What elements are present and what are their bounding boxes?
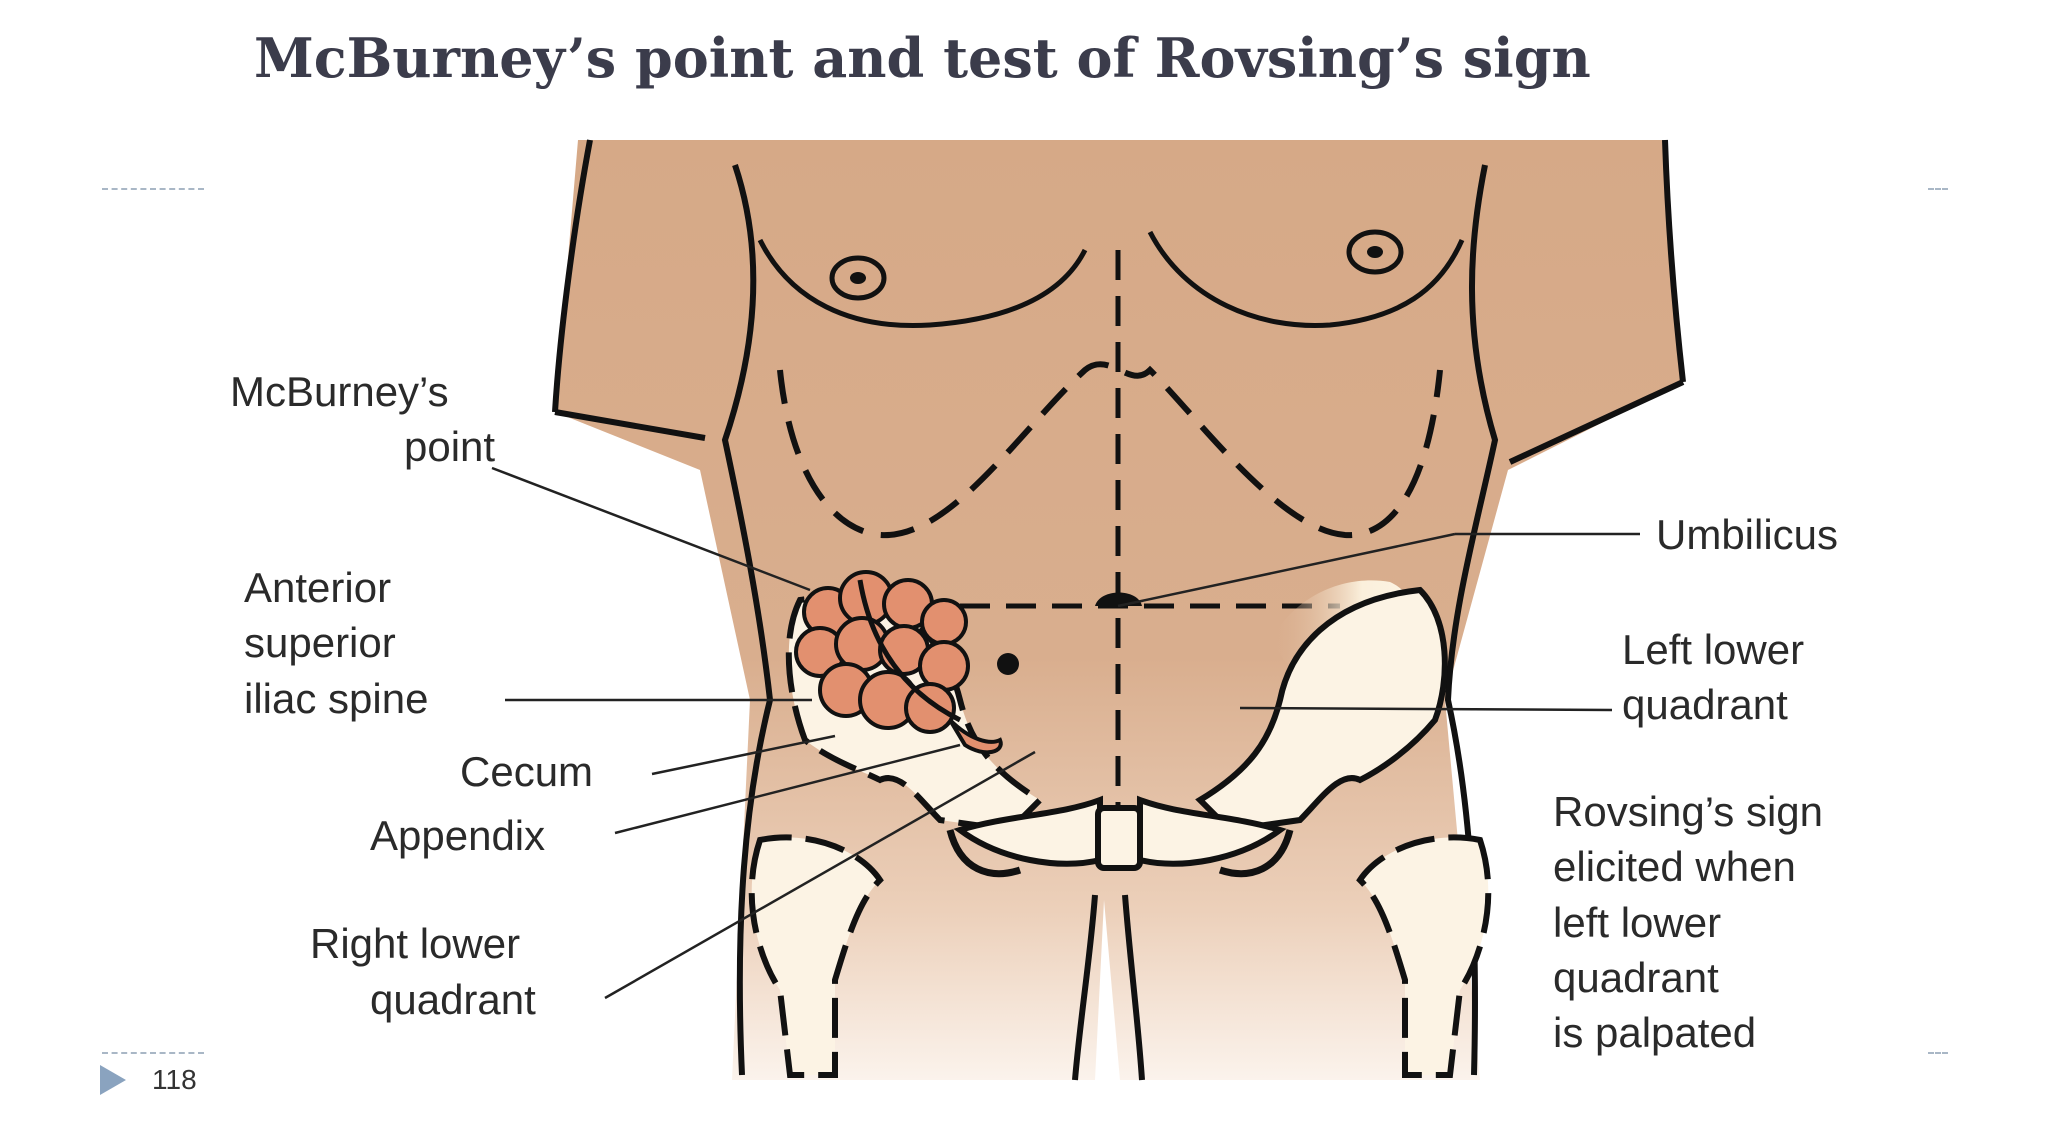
- label-umbilicus: Umbilicus: [1656, 511, 1838, 558]
- groin-line-right: [1122, 894, 1145, 1081]
- label-asis-line3: iliac spine: [244, 675, 428, 722]
- label-mcburney-line1: McBurney’s: [230, 368, 449, 415]
- bottom-right-rule: [1928, 1052, 1948, 1054]
- label-llq-line1: Left lower: [1622, 626, 1804, 673]
- groin-line: [1072, 894, 1098, 1081]
- mcburney-point-marker: [997, 653, 1019, 675]
- label-llq-line2: quadrant: [1622, 681, 1788, 728]
- label-rovsing-line1: Rovsing’s sign: [1553, 788, 1823, 835]
- label-rovsing-line3: left lower: [1553, 899, 1721, 946]
- slide-number: 118: [152, 1064, 197, 1095]
- triangle-bullet-icon: [100, 1065, 126, 1095]
- bottom-left-rule: [102, 1052, 204, 1054]
- leader-lines: [491, 466, 1640, 1000]
- top-right-rule: [1928, 188, 1948, 190]
- cecum-organ: [794, 570, 970, 734]
- slide-footer: 118: [100, 1064, 197, 1096]
- label-cecum: Cecum: [460, 748, 593, 795]
- label-rlq-line2: quadrant: [370, 976, 536, 1023]
- label-mcburney-line2: point: [404, 423, 495, 470]
- label-rlq-line1: Right lower: [310, 920, 520, 967]
- slide-title: McBurney’s point and test of Rovsing’s s…: [254, 26, 1591, 90]
- appendix-organ: [948, 718, 1003, 755]
- label-rovsing-line2: elicited when: [1553, 843, 1796, 890]
- top-left-rule: [102, 188, 204, 190]
- label-appendix: Appendix: [370, 812, 545, 859]
- label-asis-line2: superior: [244, 619, 396, 666]
- label-rovsing-line5: is palpated: [1553, 1009, 1756, 1056]
- label-asis-line1: Anterior: [244, 564, 391, 611]
- torso: [552, 139, 1686, 1080]
- label-rovsing-line4: quadrant: [1553, 954, 1719, 1001]
